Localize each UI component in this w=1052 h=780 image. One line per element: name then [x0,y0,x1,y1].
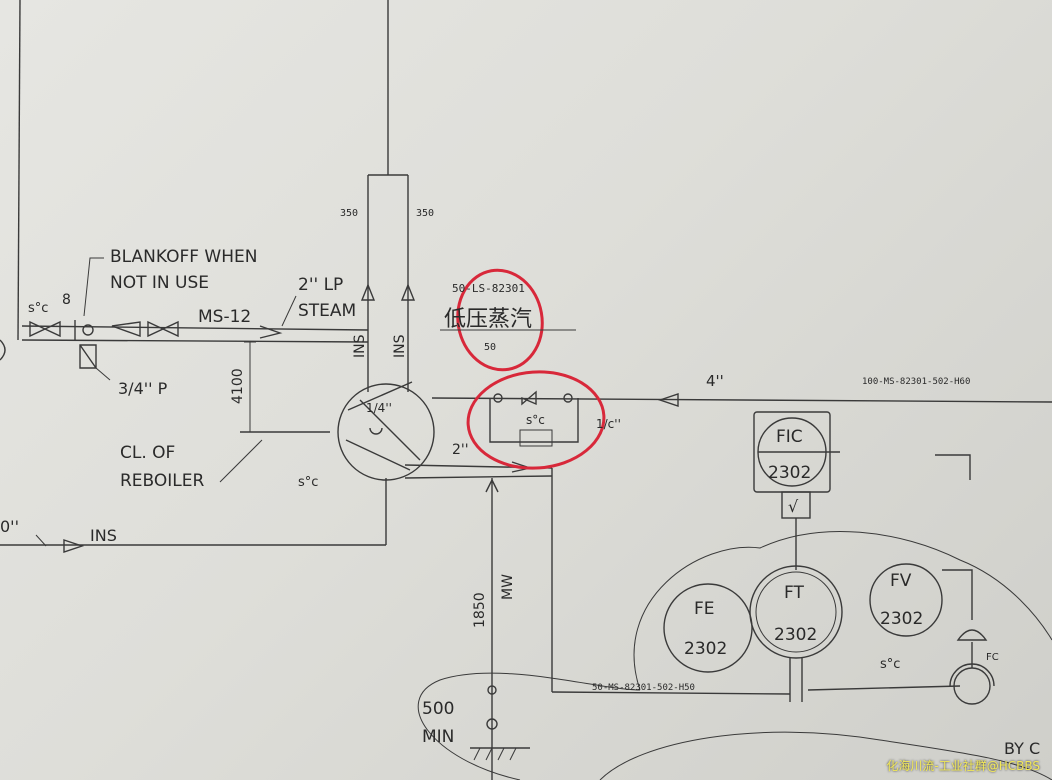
instrument-fic [753,411,840,570]
valve-blankoff [29,320,111,381]
ins-vertical-2: INS [392,334,408,358]
fe-number: 2302 [684,639,727,659]
dim-350-b: 350 [416,208,434,219]
dim-500: 500 [422,699,454,719]
flow-arrows [35,283,679,553]
trap-temp-label: s°c [526,413,545,427]
instrument-ft [749,565,843,702]
ins-left-label: INS [90,526,117,545]
fv-tag: FV [890,571,912,591]
steam-trap [489,390,579,473]
dim-1850: 1850 [472,592,488,628]
ins-vertical-1: INS [352,334,368,358]
instrument-fe [663,583,753,673]
min-label: MIN [422,727,454,747]
fic-number: 2302 [768,463,811,483]
dim-50: 50 [484,342,496,353]
pipe-left-label: 0'' [0,517,19,536]
valve-ms12 [111,320,283,339]
fv-number: 2302 [880,609,923,629]
fic-tag: FIC [776,427,803,447]
ft-tag: FT [784,583,804,603]
cl-reboiler-label-1: CL. OF [120,443,175,463]
trap-size-label: 1/c'' [596,417,621,431]
reboiler-size-label: 1/4'' [366,401,392,415]
mw-label: MW [500,574,516,600]
check-mark: √ [788,497,799,516]
instrument-fv [869,563,995,705]
dim-350-a: 350 [340,208,358,219]
fe-tag: FE [694,599,715,619]
ms12-label: MS-12 [198,307,251,327]
temp-label-top: s°c [28,301,48,316]
temp-reboiler-label: s°c [298,475,318,490]
line-ls-label: 50-LS-82301 [452,282,525,295]
line-top-right-label: 100-MS-82301-502-H60 [862,377,970,387]
blankoff-label-1: BLANKOFF WHEN [110,247,257,267]
blankoff-label-2: NOT IN USE [110,273,209,293]
reboiler [337,381,435,481]
annotation-circles [456,268,606,470]
temp-bottom-label: s°c [880,657,900,672]
pipe-support [470,685,530,761]
dim-4100: 4100 [230,368,246,404]
bottom-line-label: 50-MS-82301-502-H50 [592,683,695,693]
size-2in-label: 2'' [452,442,469,458]
cl-reboiler-label-2: REBOILER [120,471,205,491]
valve-number: 8 [62,292,71,308]
labels: BLANKOFF WHEN NOT IN USE 2'' LP STEAM MS… [0,208,1040,758]
revision-clouds [417,530,1052,780]
watermark: 化海川流-工业社群@HCBBS [886,759,1040,773]
line-4in-label: 4'' [706,372,724,390]
chinese-note: 低压蒸汽 [444,307,532,332]
ft-number: 2302 [774,625,817,645]
lp-steam-label-2: STEAM [298,301,356,321]
three-quarter-p-label: 3/4'' P [118,379,168,398]
fc-label: FC [986,652,999,663]
lp-steam-label-1: 2'' LP [298,275,343,295]
by-label: BY C [1004,739,1040,758]
